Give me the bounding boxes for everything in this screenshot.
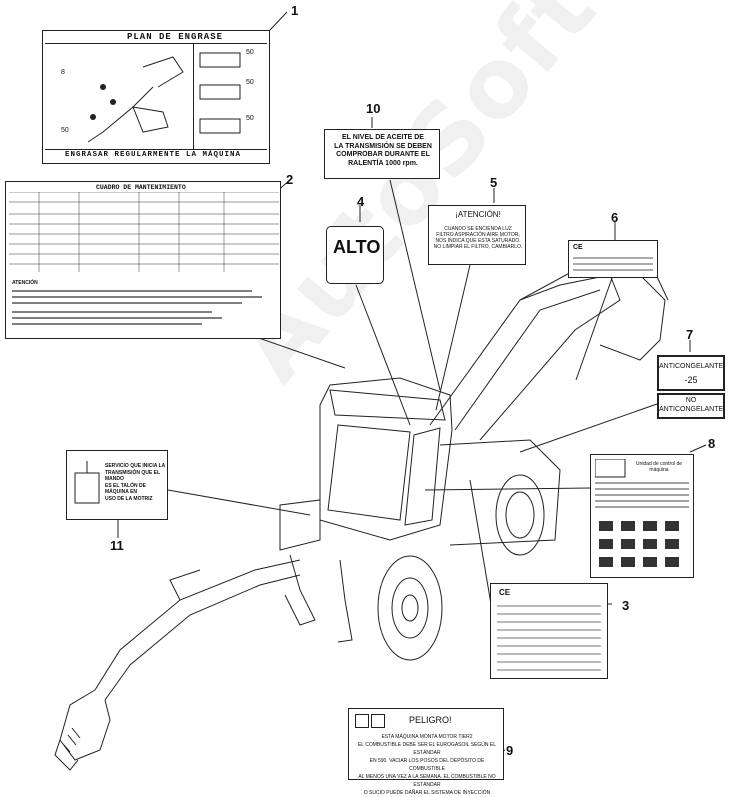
grease-mark-8: 8 <box>61 69 65 76</box>
decal-antifreeze: ANTICONGELANTE -25 <box>657 355 725 391</box>
service-line: ES EL TALÓN DE MÁQUINA EN <box>105 482 146 496</box>
air-filter-line: FILTRO ASPIRACIÓN AIRE MOTOR, <box>436 232 520 238</box>
transmission-line: LA TRANSMISIÓN SE DEBEN <box>334 142 432 150</box>
callout-4: 4 <box>357 194 365 209</box>
grease-mark-50: 50 <box>61 127 69 134</box>
antifreeze-value: -25 <box>684 375 698 385</box>
transmission-line: RALENTÍA 1000 rpm. <box>348 159 418 167</box>
maintenance-grid <box>9 192 279 272</box>
decal-transmission-oil: EL NIVEL DE ACEITE DE LA TRANSMISIÓN SE … <box>324 129 440 179</box>
fuel-pump-icon <box>355 714 369 728</box>
air-filter-line: NO LIMPIAR EL FILTRO, CAMBIARLO. <box>433 244 523 250</box>
callout-3: 3 <box>622 598 630 613</box>
grease-axle-drawings <box>199 52 241 134</box>
decal-danger-fuel: PELIGRO! ESTA MÁQUINA MONTA MOTOR TIER2 … <box>348 708 504 796</box>
grease-plan-footer: ENGRASAR REGULARMENTE LA MÁQUINA <box>65 151 242 159</box>
control-unit-title: Unidad de control de máquina <box>635 461 683 473</box>
callout-10: 10 <box>366 101 381 116</box>
grease-plan-drawing <box>87 56 184 143</box>
decal-grease-plan: PLAN DE ENGRASE 8 50 50 50 50 ENGRASAR R… <box>42 30 270 164</box>
danger-line: AL MENOS UNA VEZ A LA SEMANA. EL COMBUST… <box>358 774 496 788</box>
no-antifreeze-label: NO <box>685 397 697 404</box>
grease-mark-50: 50 <box>246 79 254 86</box>
danger-line: EN 590. VACIAR LOS POSOS DEL DEPÓSITO DE… <box>369 758 485 772</box>
callout-1: 1 <box>291 3 299 18</box>
callout-9: 9 <box>506 743 514 758</box>
callout-5: 5 <box>490 175 498 190</box>
air-filter-line: CUANDO SE ENCIENDA LUZ <box>444 226 512 232</box>
grease-plan-title: PLAN DE ENGRASE <box>127 32 224 42</box>
decal-transmission-service: SERVICIO QUE INICIA LA TRANSMISIÓN QUE E… <box>66 450 168 520</box>
decal-control-unit: Unidad de control de máquina <box>590 454 694 578</box>
decal-no-antifreeze: NO ANTICONGELANTE <box>657 393 725 419</box>
maintenance-title: CUADRO DE MANTENIMIENTO <box>96 184 186 191</box>
id-plate-logo: CE <box>499 588 511 597</box>
service-line: USO DE LA MOTRIZ <box>105 495 153 502</box>
decal-maintenance-table: CUADRO DE MANTENIMIENTO ATENCIÓN <box>5 181 281 339</box>
danger-line: O SUCIO PUEDE DAÑAR EL SISTEMA DE INYECC… <box>363 790 491 796</box>
grease-mark-50: 50 <box>246 115 254 122</box>
ce-plate-logo: CE <box>573 244 583 251</box>
maintenance-attention: ATENCIÓN <box>12 280 38 286</box>
callout-8: 8 <box>708 436 716 451</box>
danger-title: PELIGRO! <box>409 715 452 725</box>
callout-11: 11 <box>110 538 124 553</box>
decal-weight: ALTO <box>326 226 384 284</box>
decal-id-plate: CE <box>490 583 608 679</box>
decal-air-filter: ¡ATENCIÓN! CUANDO SE ENCIENDA LUZ FILTRO… <box>428 205 526 265</box>
antifreeze-label: ANTICONGELANTE <box>659 363 724 370</box>
service-line: SERVICIO QUE INICIA LA <box>105 463 166 469</box>
service-line: TRANSMISIÓN QUE EL MANDO <box>105 469 160 483</box>
callout-6: 6 <box>611 210 619 225</box>
service-illustration <box>74 461 100 504</box>
danger-line: ESTA MÁQUINA MONTA MOTOR TIER2 <box>381 734 473 740</box>
danger-line: EL COMBUSTIBLE DEBE SER EL EUROGASOIL SE… <box>357 742 497 756</box>
grease-mark-50: 50 <box>246 49 254 56</box>
no-antifreeze-label2: ANTICONGELANTE <box>659 406 724 413</box>
air-filter-title: ¡ATENCIÓN! <box>455 210 501 219</box>
air-filter-line: NOS INDICA QUE ESTA SATURADO. <box>435 238 521 244</box>
transmission-line: EL NIVEL DE ACEITE DE <box>342 134 424 141</box>
callout-7: 7 <box>686 327 694 342</box>
transmission-line: COMPROBAR DURANTE EL <box>336 151 430 158</box>
fuel-can-icon <box>371 714 385 728</box>
decal-ce-plate: CE <box>568 240 658 278</box>
decal-weight-brand: ALTO <box>333 237 381 257</box>
callout-2: 2 <box>286 172 294 187</box>
maintenance-notes <box>12 290 262 325</box>
